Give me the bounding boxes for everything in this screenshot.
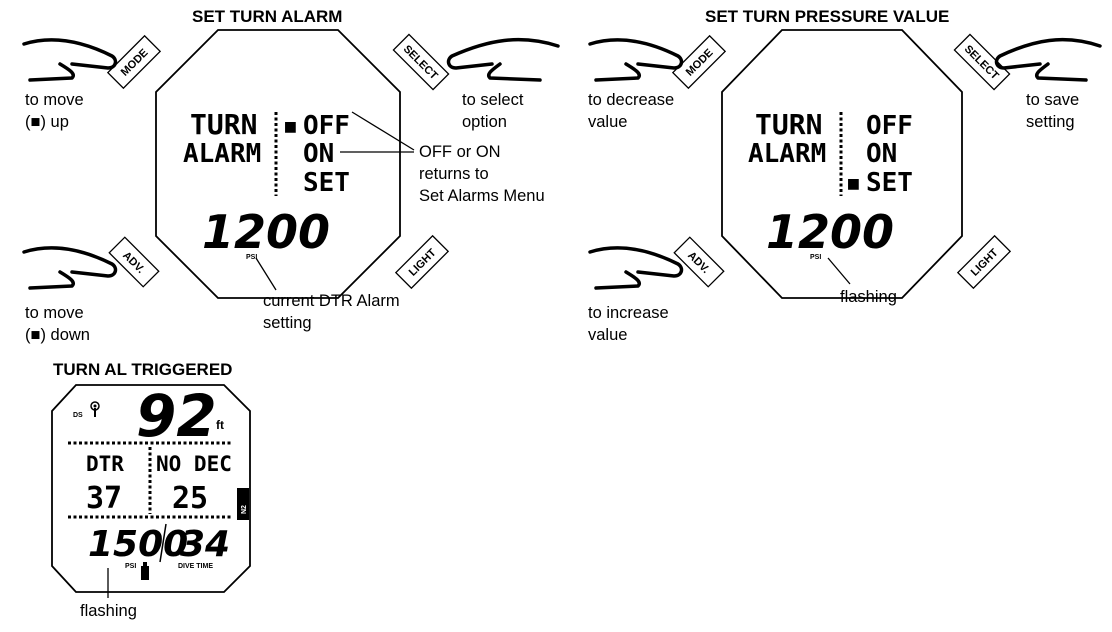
callout-options-line1: OFF or ON	[419, 143, 501, 161]
dtr-label: DTR	[86, 452, 124, 476]
pressure-unit: PSI	[810, 254, 821, 261]
menu-cursor-icon: ■	[848, 173, 859, 194]
menu-option-off: OFF	[303, 111, 350, 141]
menu-option-set: SET	[866, 168, 913, 198]
depth-value: 92	[136, 382, 217, 450]
pressure-unit: PSI	[246, 254, 257, 261]
select-note-line2: option	[462, 113, 507, 131]
callout-options-line2: returns to	[419, 165, 489, 183]
hand-pressing-mode-icon	[22, 38, 118, 82]
hand-pressing-adv-icon	[22, 246, 118, 290]
adv-note-line2: (■) down	[25, 326, 90, 344]
light-button: LIGHT	[956, 234, 1012, 290]
adv-button: ADV.	[673, 236, 725, 288]
turn-al-triggered-title: TURN AL TRIGGERED	[53, 360, 232, 379]
depth-unit: ft	[216, 418, 224, 432]
callout-flashing: flashing	[80, 602, 137, 620]
light-button: LIGHT	[394, 234, 450, 290]
ds-indicator: DS	[73, 412, 83, 419]
select-note-line2: setting	[1026, 113, 1075, 131]
tank-icon	[141, 562, 149, 580]
menu-cursor-icon: ■	[285, 116, 296, 137]
slash-divider	[159, 523, 167, 563]
callout-options-line3: Set Alarms Menu	[419, 187, 545, 205]
hand-pressing-select-icon	[994, 37, 1102, 82]
callout-line-setting	[255, 257, 277, 291]
adv-note-line2: value	[588, 326, 627, 344]
watch-face	[155, 29, 401, 299]
callout-line-flashing	[827, 257, 851, 285]
lcd-turn-text: TURN	[755, 108, 822, 141]
mode-note-line2: value	[588, 113, 627, 131]
mode-note-line2: (■) up	[25, 113, 69, 131]
select-note-line1: to select	[462, 91, 524, 109]
n2-label: N2	[241, 505, 248, 514]
callout-setting-line1: current DTR Alarm	[263, 292, 400, 310]
dive-time-label: DIVE TIME	[178, 563, 213, 570]
menu-option-off: OFF	[866, 111, 913, 141]
select-button: SELECT	[953, 33, 1011, 91]
hand-pressing-adv-icon	[588, 246, 684, 290]
signal-icon	[90, 401, 100, 417]
callout-setting-line2: setting	[263, 314, 312, 332]
hand-pressing-mode-icon	[588, 38, 684, 82]
lcd-alarm-text: ALARM	[748, 139, 826, 169]
set-turn-alarm-title: SET TURN ALARM	[192, 7, 342, 26]
adv-note-line1: to increase	[588, 304, 669, 322]
dive-time-value: 34	[180, 524, 230, 565]
callout-line-off	[351, 111, 415, 151]
hand-pressing-select-icon	[446, 37, 560, 82]
no-dec-label: NO DEC	[156, 452, 232, 476]
adv-button: ADV.	[108, 236, 160, 288]
menu-option-set: SET	[303, 168, 350, 198]
callout-flashing: flashing	[840, 288, 897, 306]
set-turn-pressure-title: SET TURN PRESSURE VALUE	[705, 7, 949, 26]
adv-note-line1: to move	[25, 304, 84, 322]
pressure-value: 1500	[88, 524, 188, 565]
mode-note-line1: to decrease	[588, 91, 674, 109]
pressure-unit: PSI	[125, 563, 136, 570]
select-button: SELECT	[392, 33, 450, 91]
turn-alarm-triggered-panel: TURN AL TRIGGERED DS 92 ft DTR 37 NO DEC…	[51, 360, 251, 620]
menu-option-on: ON	[303, 139, 334, 169]
menu-option-on: ON	[866, 139, 897, 169]
nitrogen-bar	[237, 488, 249, 520]
alarm-value: 1200	[766, 205, 894, 259]
lcd-turn-text: TURN	[190, 108, 257, 141]
set-turn-pressure-panel: SET TURN PRESSURE VALUE MODE SELECT ADV.…	[588, 7, 1102, 344]
no-dec-value: 25	[172, 481, 208, 516]
dtr-value: 37	[86, 481, 122, 516]
alarm-value: 1200	[202, 205, 330, 259]
lcd-alarm-text: ALARM	[183, 139, 261, 169]
select-note-line1: to save	[1026, 91, 1079, 109]
mode-note-line1: to move	[25, 91, 84, 109]
set-turn-alarm-panel: SET TURN ALARM MODE SELECT ADV. LIGHT to…	[22, 7, 560, 344]
